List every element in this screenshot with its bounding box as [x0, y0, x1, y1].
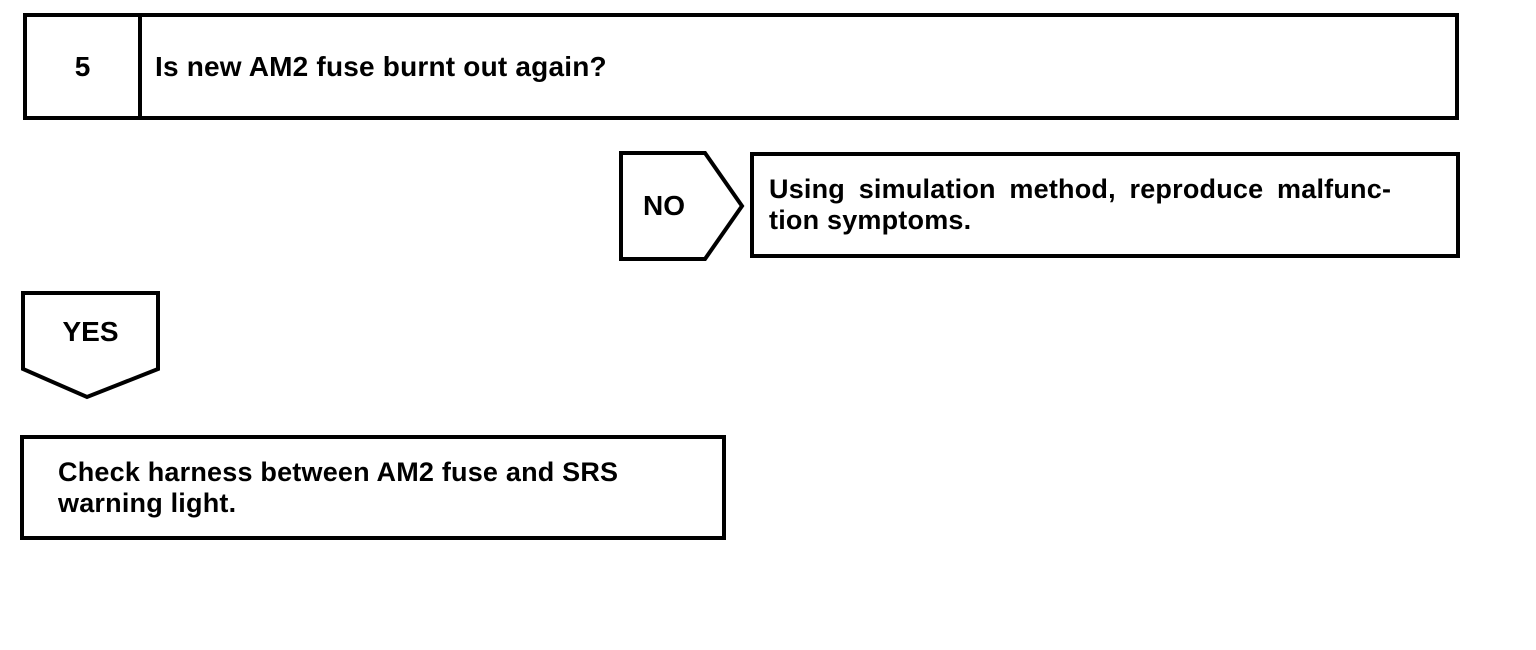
no-result-line1: Using simulation method, reproduce malfu…	[769, 174, 1392, 204]
no-label: NO	[643, 189, 685, 221]
yes-label: YES	[62, 316, 119, 347]
no-result-box: Using simulation method, reproduce malfu…	[750, 152, 1460, 258]
step-number: 5	[27, 17, 142, 116]
yes-action-line1: Check harness between AM2 fuse and SRS	[58, 456, 619, 487]
yes-action-box: Check harness between AM2 fuse and SRS w…	[20, 435, 726, 540]
question-text: Is new AM2 fuse burnt out again?	[155, 50, 607, 82]
no-result-line2: tion symptoms.	[769, 205, 972, 235]
yes-arrow-shape	[21, 291, 160, 400]
no-arrow-shape	[619, 151, 745, 261]
question-box: 5 Is new AM2 fuse burnt out again?	[23, 13, 1459, 120]
yes-action-line2: warning light.	[58, 487, 237, 518]
